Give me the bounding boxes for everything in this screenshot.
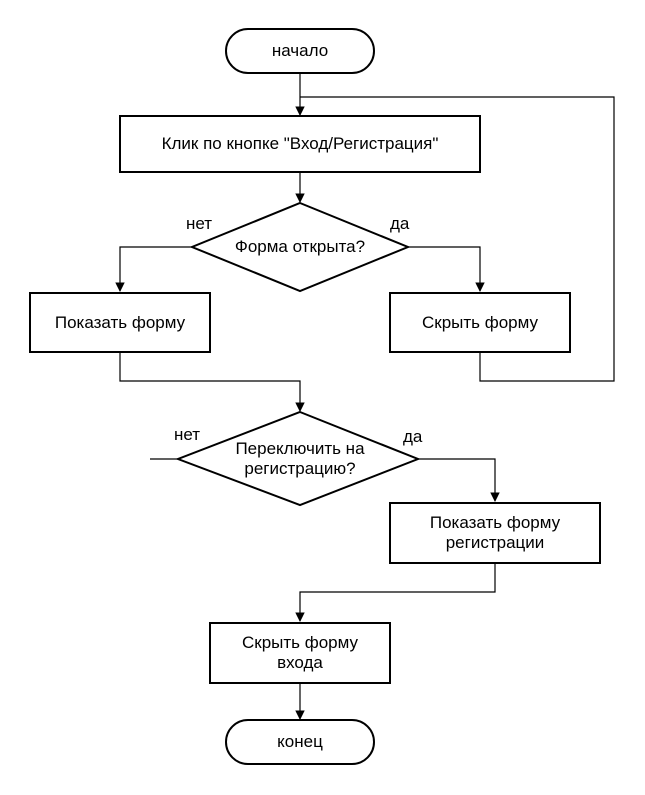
show-registration-form-label: Показать форму регистрации (429, 513, 561, 552)
connector-show-form-to-decision2 (119, 352, 305, 412)
click-process-box (119, 115, 481, 173)
connector-decision1-yes (408, 246, 485, 292)
hide-form-label: Скрыть форму (421, 312, 539, 332)
decision-form-open (189, 201, 411, 293)
show-registration-form-box (389, 502, 601, 564)
show-form-label: Показать форму (54, 312, 186, 332)
show-form-box (29, 292, 211, 353)
branch-no-2: нет (174, 425, 201, 444)
connector-show-reg-to-hide-login (295, 563, 496, 622)
start-terminator (225, 28, 375, 74)
switch-registration-label: Переключить на регистрацию? (235, 439, 365, 478)
hide-login-form-label: Скрыть форму входа (241, 633, 359, 672)
hide-login-form-box (209, 622, 391, 684)
end-label: конец (277, 732, 323, 751)
click-label: Клик по кнопке "Вход/Регистрация" (161, 134, 439, 153)
branch-no-1: нет (186, 214, 213, 233)
connector-loop-back (300, 96, 615, 382)
branch-yes-2: да (403, 427, 423, 446)
hide-form-box (389, 292, 571, 353)
form-open-label: Форма открыта? (234, 237, 366, 256)
connector-decision2-yes (418, 458, 500, 502)
end-terminator (225, 719, 375, 765)
connector-decision1-no (115, 246, 192, 292)
start-label: начало (271, 41, 329, 60)
branch-yes-1: да (390, 214, 410, 233)
decision-switch-registration (175, 410, 421, 507)
